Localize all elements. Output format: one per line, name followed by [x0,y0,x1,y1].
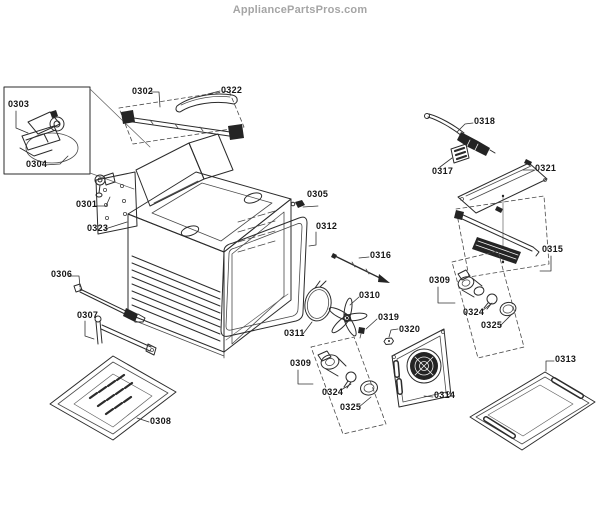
part-label-0310: 0310 [359,290,381,300]
part-0319-screw [358,327,365,339]
part-label-0317: 0317 [432,166,454,176]
part-label-0308: 0308 [150,416,172,426]
part-0318-wire-harness [424,113,496,156]
part-0309-light-assembly-bottom [310,336,387,435]
part-0301-latch-component [94,172,116,198]
oven-cavity-body [127,133,292,359]
part-label-0303: 0303 [8,99,30,109]
part-0306-element-rod [73,283,146,323]
part-label-0307: 0307 [77,310,99,320]
part-0313-bottom-tray [469,371,596,451]
part-0309-light-assembly-right [451,250,525,359]
part-label-0309-bottom: 0309 [290,358,312,368]
part-0314-fan-cover-panel [391,328,452,408]
part-label-0314: 0314 [434,390,456,400]
part-0302-rail-assembly [118,90,245,145]
part-label-0324-bottom: 0324 [322,387,344,397]
part-0320-nut [383,337,394,345]
part-label-0311: 0311 [284,328,305,338]
part-label-0304: 0304 [26,159,48,169]
part-label-0302: 0302 [132,86,154,96]
part-0315-broil-element-box [454,195,550,278]
part-0305-clip [290,200,305,208]
watermark-text: AppliancePartsPros.com [232,4,368,16]
part-label-0321: 0321 [535,163,557,173]
part-label-0320: 0320 [399,324,421,334]
part-label-0316: 0316 [370,250,392,260]
part-0310-fan-blade [328,297,368,337]
part-label-0322: 0322 [221,85,243,95]
part-label-0323: 0323 [87,223,109,233]
part-0322-trim-strip [175,93,238,113]
part-label-0305: 0305 [307,189,329,199]
part-0316-rod [331,253,390,283]
part-0308-bottom-pan [49,355,177,441]
part-label-0309-right: 0309 [429,275,451,285]
part-label-0301: 0301 [76,199,98,209]
part-0311-ring-element [304,280,332,322]
leader-lines [15,90,555,423]
part-0312-door-gasket [220,216,308,337]
part-label-0312: 0312 [316,221,338,231]
part-label-0318: 0318 [474,116,496,126]
part-label-0306: 0306 [51,269,73,279]
part-0307-bent-tube [94,315,157,356]
part-0317-terminal-plate [450,143,470,164]
part-label-0313: 0313 [555,354,577,364]
part-label-0324-right: 0324 [463,307,485,317]
part-0303-motor-detail-box [3,86,151,190]
part-0323-mounting-plate [95,171,138,235]
part-label-0315: 0315 [542,244,564,254]
part-label-0325-right: 0325 [481,320,503,330]
part-label-0319: 0319 [378,312,400,322]
part-label-0325-bottom: 0325 [340,402,362,412]
